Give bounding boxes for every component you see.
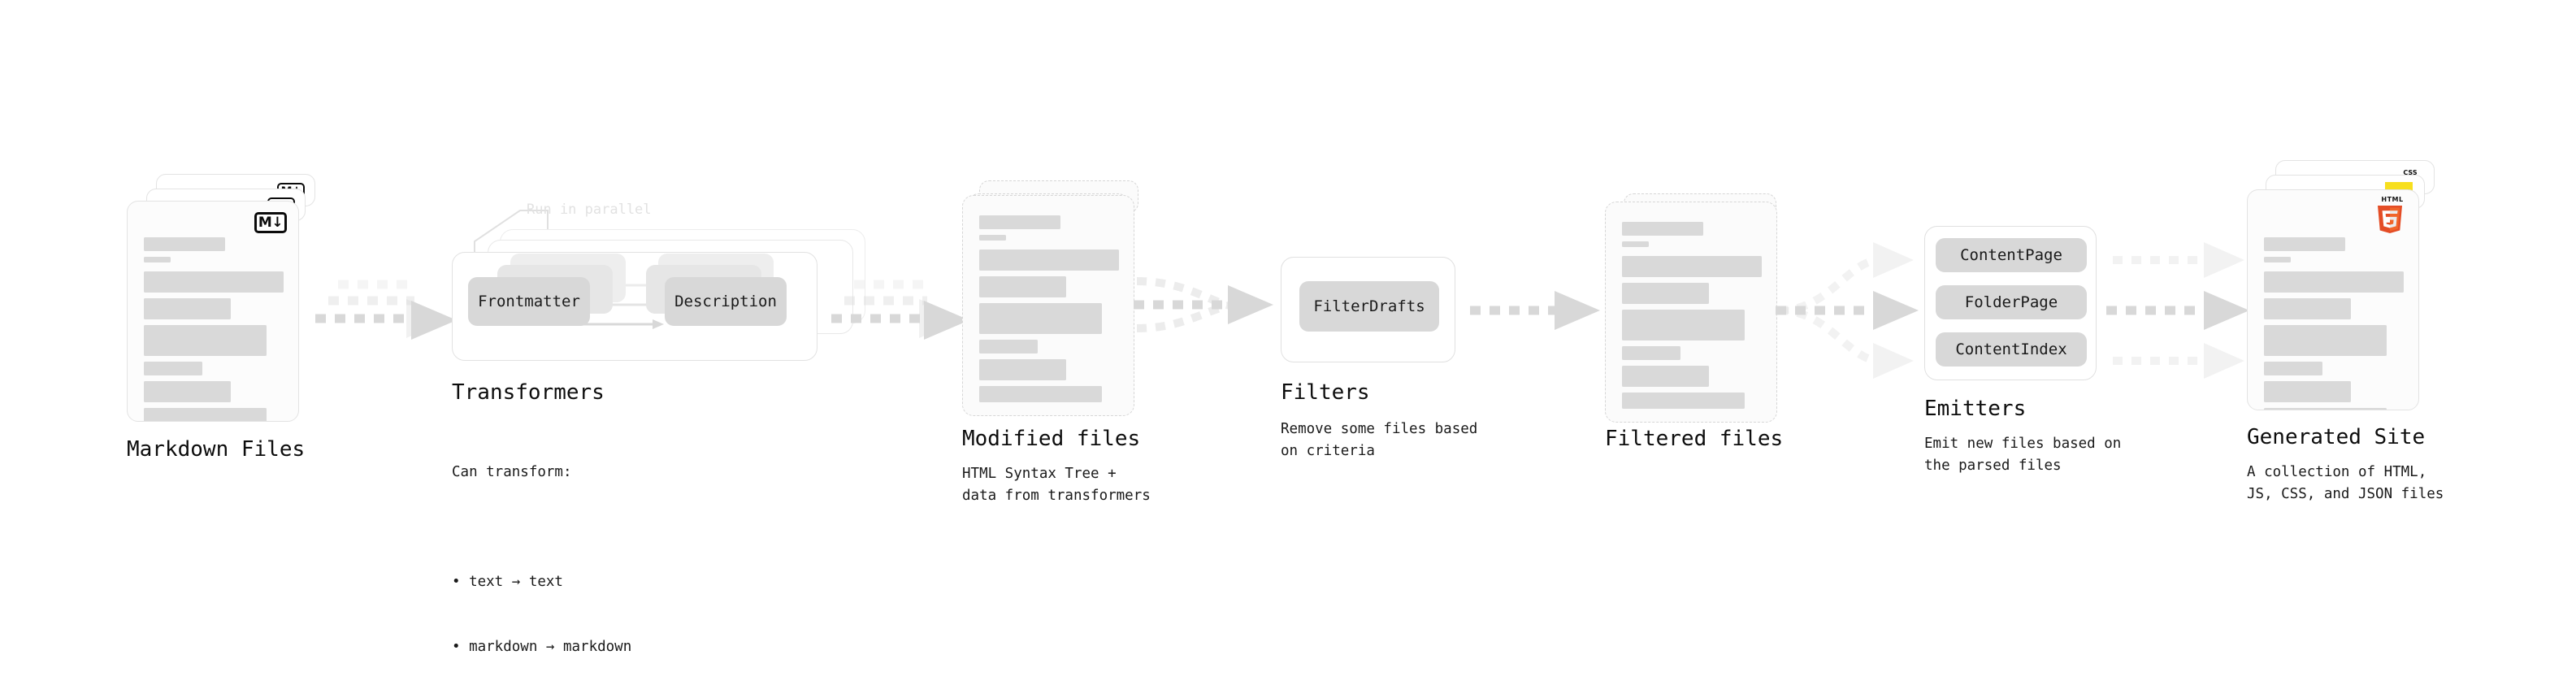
emitters-chip-contentpage-label: ContentPage (1960, 246, 2062, 264)
run-in-parallel-label: Run in parallel (527, 202, 652, 218)
filtered-skeleton (1622, 222, 1762, 414)
css3-icon-label: CSS (2403, 169, 2418, 176)
arrow-markdown-to-transformers (315, 280, 457, 340)
arrow-emitters-to-site (2106, 242, 2249, 379)
markdown-badge-front: M↓ (254, 212, 287, 233)
html5-shield-icon (2377, 206, 2403, 233)
filtered-files-title: Filtered files (1605, 427, 1784, 451)
transformers-desc-lead: Can transform: (452, 464, 572, 481)
filters-box: FilterDrafts (1281, 257, 1455, 362)
emitters-chip-contentindex[interactable]: ContentIndex (1936, 332, 2087, 367)
transformers-bullets: • text → text • markdown → markdown • ht… (452, 528, 631, 681)
modified-files-title: Modified files (962, 427, 1141, 451)
markdown-card-front: M↓ (127, 201, 299, 422)
html5-icon: HTML (2376, 197, 2409, 235)
emitters-chip-folderpage-label: FolderPage (1964, 293, 2058, 311)
emitters-chip-folderpage[interactable]: FolderPage (1936, 285, 2087, 319)
generated-site-title: Generated Site (2247, 425, 2426, 449)
arrow-transformers-to-modified (831, 280, 969, 340)
transformer-chip-description[interactable]: Description (665, 277, 787, 326)
site-card-html: HTML (2247, 189, 2419, 410)
emitters-box: ContentPage FolderPage ContentIndex (1924, 226, 2097, 380)
generated-site-desc: A collection of HTML, JS, CSS, and JSON … (2247, 464, 2444, 502)
transformer-chip-description-label: Description (674, 293, 777, 310)
transformers-desc: Can transform: • text → text • markdown … (452, 419, 631, 681)
emitters-chip-contentpage[interactable]: ContentPage (1936, 238, 2087, 272)
filters-title: Filters (1281, 380, 1370, 405)
emitters-desc: Emit new files based on the parsed files (1924, 436, 2122, 474)
site-skeleton (2264, 237, 2404, 410)
arrow-modified-to-filters (1134, 277, 1273, 332)
filters-chip-filterdrafts-label: FilterDrafts (1313, 297, 1425, 315)
emitters-chip-contentindex-label: ContentIndex (1955, 340, 2067, 358)
modified-card-front (962, 195, 1134, 416)
run-in-parallel-bracket (474, 210, 549, 269)
transformers-title: Transformers (452, 380, 605, 405)
transformers-bullet-0: • text → text (452, 574, 563, 591)
arrow-filters-to-filtered (1470, 291, 1600, 330)
transformers-bullet-1: • markdown → markdown (452, 638, 632, 655)
filters-chip-filterdrafts[interactable]: FilterDrafts (1299, 281, 1439, 332)
emitters-title: Emitters (1924, 397, 2027, 421)
transformer-chip-frontmatter[interactable]: Frontmatter (468, 277, 590, 326)
transformer-chip-frontmatter-label: Frontmatter (478, 293, 580, 310)
arrow-filtered-to-emitters (1776, 242, 1919, 379)
modified-skeleton (979, 215, 1119, 408)
markdown-files-title: Markdown Files (127, 437, 306, 462)
filtered-card-front (1605, 202, 1777, 423)
html5-icon-word: HTML (2381, 196, 2404, 203)
markdown-skeleton (144, 237, 284, 421)
filters-desc: Remove some files based on criteria (1281, 421, 1478, 459)
modified-files-desc: HTML Syntax Tree + data from transformer… (962, 466, 1151, 504)
